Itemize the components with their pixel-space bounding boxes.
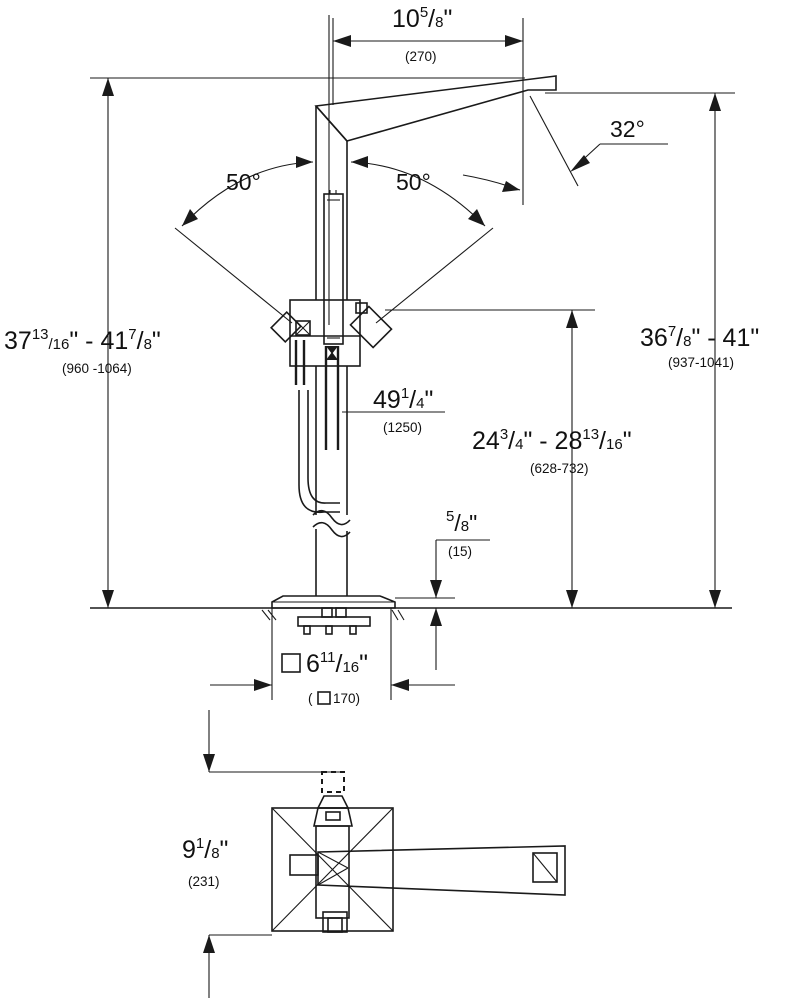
plan-view — [203, 710, 566, 998]
base-square-mm-value: 170) — [333, 691, 360, 706]
spout-angle-leader — [570, 143, 668, 172]
base-thickness-label: 5/8" — [446, 508, 477, 536]
total-height-label: 3713/16" - 417/8" — [4, 326, 161, 355]
swivel-right-label: 50° — [396, 169, 431, 195]
plan-connector — [313, 771, 353, 827]
hose-length-mm: (1250) — [383, 420, 422, 435]
base-thickness-mm: (15) — [448, 544, 472, 559]
handle-height-label: 243/4" - 2813/16" — [472, 426, 632, 455]
base-thickness-dimension — [395, 539, 490, 670]
hose-loop — [298, 390, 340, 514]
total-height-dimension — [90, 77, 525, 608]
elevation-view — [90, 15, 735, 705]
hose-loop-inner — [307, 390, 340, 504]
handle-height-dimension — [385, 309, 595, 608]
spout-height-label: 367/8" - 41" — [640, 323, 759, 352]
base-square-mm-open: ( — [308, 691, 313, 706]
spout-height-mm: (937-1041) — [668, 355, 734, 370]
spout — [314, 75, 579, 300]
spout-height-dimension — [545, 92, 735, 608]
handle-height-mm: (628-732) — [530, 461, 589, 476]
total-height-mm: (960 -1064) — [62, 361, 132, 376]
base-plate — [271, 595, 396, 609]
spout-angle-label: 32° — [610, 116, 645, 142]
base-square-label: 611/16" — [306, 649, 368, 678]
swivel-left-label: 50° — [226, 169, 261, 195]
hoses — [294, 340, 340, 450]
plan-stub — [322, 911, 348, 933]
plan-depth-mm: (231) — [188, 874, 220, 889]
top-width-mm: (270) — [405, 49, 437, 64]
swivel-arcs — [174, 15, 521, 325]
plan-depth-label: 91/8" — [182, 835, 228, 864]
top-width-dimension — [332, 18, 524, 205]
plan-spout — [289, 845, 566, 896]
column — [312, 366, 351, 596]
floor-mounting — [261, 607, 405, 635]
hose-length-label: 491/4" — [373, 385, 433, 414]
hand-shower — [323, 190, 344, 345]
top-width-label: 105/8" — [392, 4, 452, 33]
plan-base — [271, 807, 394, 932]
base-width-dimension — [210, 608, 455, 705]
